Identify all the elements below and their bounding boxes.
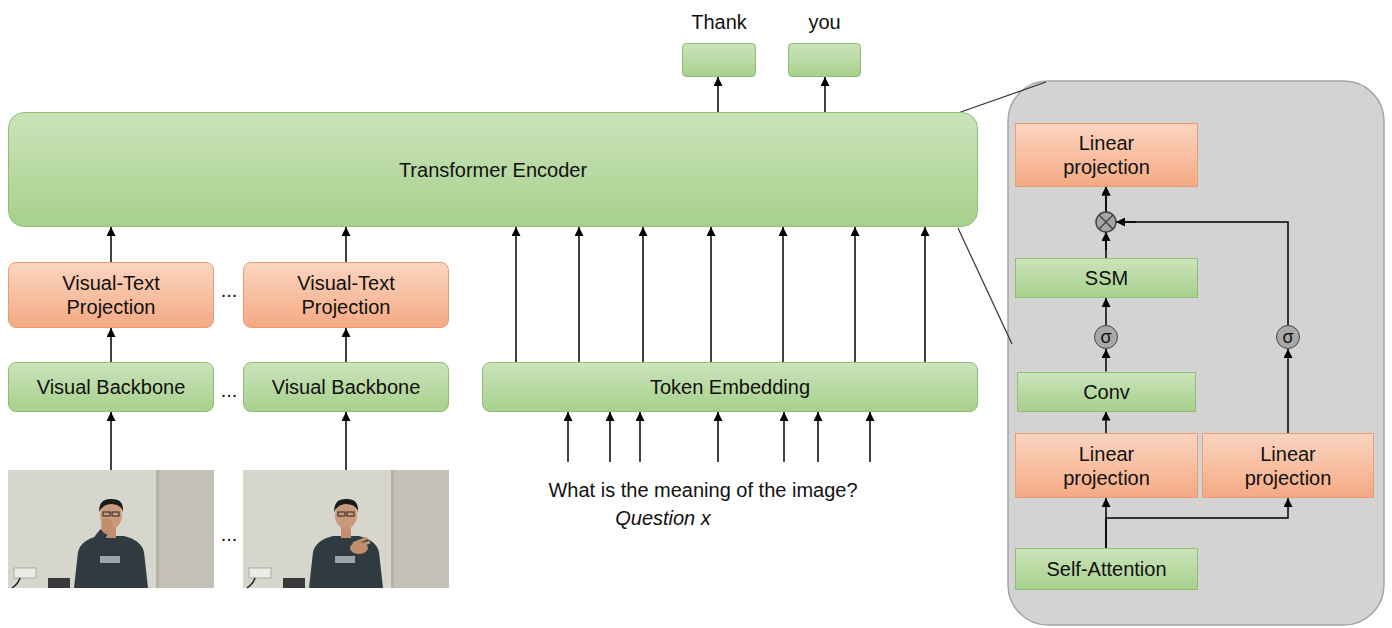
backbone-box: Visual Backbone: [243, 362, 449, 412]
flow-arrow: [1105, 298, 1107, 325]
encoder-block: Transformer Encoder: [8, 112, 978, 227]
output-token-box: Thank: [682, 43, 756, 77]
embedding-box: Token Embedding: [482, 362, 978, 412]
linear-box: Linear projection: [1015, 433, 1198, 498]
node-label: Linear projection: [1042, 442, 1172, 490]
node-label: Linear projection: [1042, 131, 1172, 179]
input-arrow: [110, 412, 112, 470]
linear-box: Linear projection: [1015, 123, 1198, 187]
flow-arrow: [515, 227, 517, 362]
node-label: Visual-Text Projection: [36, 271, 186, 319]
ellipsis: ...: [221, 522, 238, 546]
node-label: σ: [1100, 328, 1111, 346]
flow-arrow: [782, 227, 784, 362]
flow-arrow: [110, 227, 112, 262]
linear-box: Linear projection: [1202, 433, 1374, 498]
node-label: Visual Backbone: [37, 375, 186, 399]
flow-arrow: [1105, 412, 1107, 434]
output-token: you: [808, 10, 840, 34]
merge-arrow: [1105, 232, 1107, 250]
flow-arrow: [1287, 349, 1289, 433]
projection-box: Visual-Text Projection: [8, 262, 214, 328]
node-label: Visual-Text Projection: [271, 271, 421, 319]
attention-box: Self-Attention: [1015, 548, 1198, 590]
input-arrow: [345, 412, 347, 470]
activation-circle: σ: [1094, 325, 1118, 349]
output-token: Thank: [691, 10, 747, 34]
ssm-box: SSM: [1015, 258, 1198, 298]
node-label: Conv: [1083, 380, 1130, 404]
ellipsis: ...: [221, 378, 238, 402]
flow-arrow: [710, 227, 712, 362]
node-label: Self-Attention: [1046, 557, 1166, 581]
video-frame: [243, 470, 449, 588]
zoom-leader: [958, 82, 1046, 113]
flow-arrow: [578, 227, 580, 362]
token-arrows: [568, 412, 870, 462]
flow-arrow: [345, 227, 347, 262]
flow-arrow: [345, 328, 347, 362]
node-label: Visual Backbone: [272, 375, 421, 399]
flow-arrow: [1106, 498, 1288, 548]
zoom-leader: [958, 228, 1012, 344]
ellipsis: ...: [221, 278, 238, 302]
question-text: What is the meaning of the image?: [548, 478, 857, 502]
flow-arrow: [1105, 349, 1107, 372]
projection-box: Visual-Text Projection: [243, 262, 449, 328]
node-label: σ: [1282, 328, 1293, 346]
flow-arrow: [642, 227, 644, 362]
flow-arrow: [924, 227, 926, 362]
flow-arrow: [1106, 187, 1288, 326]
node-label: Transformer Encoder: [399, 158, 587, 182]
flow-arrow: [717, 77, 719, 112]
node-label: Linear projection: [1223, 442, 1353, 490]
flow-arrow: [854, 227, 856, 362]
output-token-box: you: [788, 43, 861, 77]
flow-arrow: [824, 77, 826, 112]
conv-box: Conv: [1017, 372, 1196, 412]
activation-circle: σ: [1276, 325, 1300, 349]
node-label: Token Embedding: [650, 375, 810, 399]
question-caption: Question x: [615, 506, 711, 530]
flow-arrow: [110, 328, 112, 362]
backbone-box: Visual Backbone: [8, 362, 214, 412]
multiply-symbol: [1096, 212, 1116, 232]
node-label: SSM: [1085, 266, 1128, 290]
video-frame: [8, 470, 214, 588]
merge-arrow: [1116, 221, 1136, 223]
detail-panel: [1008, 81, 1384, 625]
